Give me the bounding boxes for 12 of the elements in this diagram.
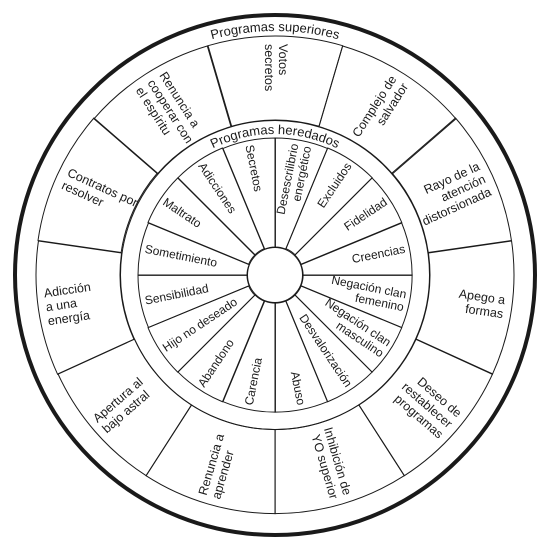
segment-label: Creencias <box>351 242 407 266</box>
ring-title: Programas superiores <box>208 18 342 42</box>
segment-label: Carencia <box>242 357 265 407</box>
segment-label: Votos secretos <box>261 44 289 94</box>
wheel-segment <box>416 240 514 374</box>
hub-circle <box>247 247 303 303</box>
wheel-segment <box>36 240 134 374</box>
segment-label: Apego a formas <box>456 286 506 322</box>
wheel-circle <box>13 13 537 537</box>
segment-label: Inhibición de YO superior <box>308 424 354 500</box>
wheel-segment <box>138 275 250 328</box>
segment-label: Adicción a una energía <box>43 280 94 328</box>
